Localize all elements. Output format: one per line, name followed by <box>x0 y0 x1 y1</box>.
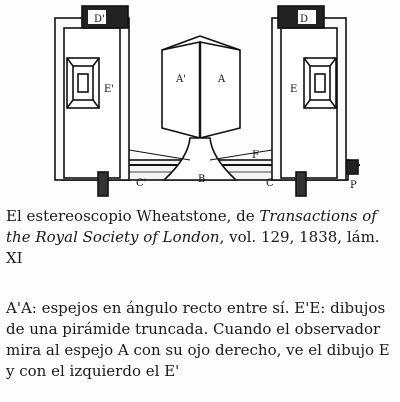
caption-text-2: , vol. 129, 1838, lám. XI <box>6 228 380 267</box>
label-c: C <box>266 178 274 189</box>
caption-text-1: El estereoscopio Wheatstone, de <box>6 207 260 225</box>
label-p: P <box>350 180 357 191</box>
stereoscope-illustration: D' D E' E A' A B C' C F P <box>0 0 400 200</box>
label-a-prime: A' <box>175 74 186 85</box>
label-d: D <box>300 14 308 25</box>
label-c-prime: C' <box>136 178 146 189</box>
figure-legend: A'A: espejos en ángulo recto entre sí. E… <box>6 299 390 380</box>
caption-source-title: Transactions of the Royal Society of Lon… <box>6 207 377 246</box>
figure-caption: El estereoscopio Wheatstone, de Transact… <box>6 206 396 269</box>
label-d-prime: D' <box>94 14 105 25</box>
label-e: E <box>290 84 297 95</box>
label-e-prime: E' <box>104 84 114 95</box>
label-a: A <box>217 74 226 85</box>
label-b: B <box>198 174 205 185</box>
label-f: F <box>252 150 259 161</box>
